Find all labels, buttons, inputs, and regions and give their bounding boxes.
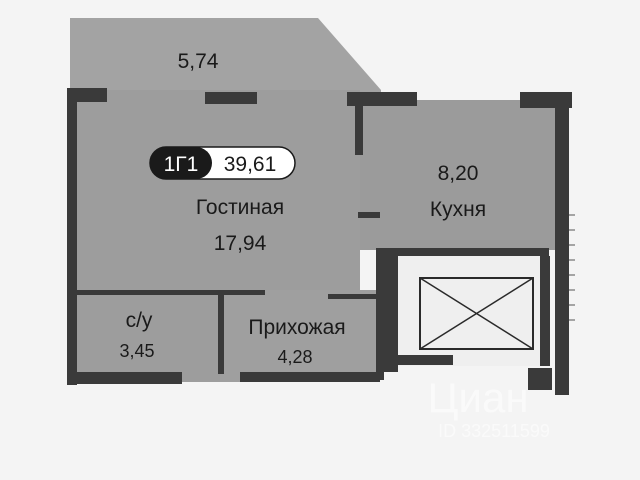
elevator-cross-2 — [419, 277, 534, 350]
bathroom-area-label: 3,45 — [119, 341, 154, 361]
wall-top-kitchen — [347, 92, 417, 106]
wall-shaft-bottom — [398, 355, 453, 365]
kitchen-area-label: 8,20 — [438, 162, 479, 185]
balcony-area-label: 5,74 — [178, 50, 219, 73]
wall-kitchen-lower — [358, 212, 380, 218]
wall-shaft-left — [384, 252, 398, 372]
wall-top-window — [205, 92, 257, 104]
badge-type: 1Г1 — [164, 153, 199, 176]
hallway-area-label: 4,28 — [277, 347, 312, 367]
wall-left — [67, 90, 77, 385]
apartment-badge: 1Г1 39,61 — [149, 146, 296, 180]
bathroom-name: с/у — [126, 309, 153, 332]
living-room-area-label: 17,94 — [214, 232, 267, 255]
right-edge-ticks — [569, 214, 575, 321]
wall-top-left — [67, 88, 107, 102]
badge-total-area: 39,61 — [224, 153, 277, 176]
wall-kitchen-divider — [355, 100, 363, 155]
hallway-name: Прихожая — [248, 316, 345, 339]
cian-watermark: Циан ID 332511599 — [427, 374, 549, 441]
wall-hall-right — [376, 248, 384, 380]
wall-corner-br — [528, 368, 552, 390]
wall-hall-top — [328, 294, 376, 299]
living-room-name: Гостиная — [196, 196, 284, 219]
wall-bath-top — [77, 290, 265, 295]
watermark-brand: Циан — [427, 374, 528, 421]
badge-type-pill — [150, 147, 212, 179]
balcony-area — [70, 18, 381, 92]
wall-bottom-mid — [240, 372, 380, 382]
wall-top-right — [520, 92, 572, 108]
wall-bath-divider — [218, 292, 224, 374]
wall-bottom — [67, 372, 182, 384]
hallway-lower-area — [220, 290, 380, 382]
wall-right — [555, 105, 569, 395]
wall-shaft-right — [540, 256, 550, 366]
wall-shaft-top — [384, 248, 549, 256]
kitchen-area — [360, 100, 560, 250]
elevator-car — [419, 277, 534, 350]
kitchen-name: Кухня — [430, 198, 486, 221]
watermark-id: ID 332511599 — [438, 421, 550, 441]
